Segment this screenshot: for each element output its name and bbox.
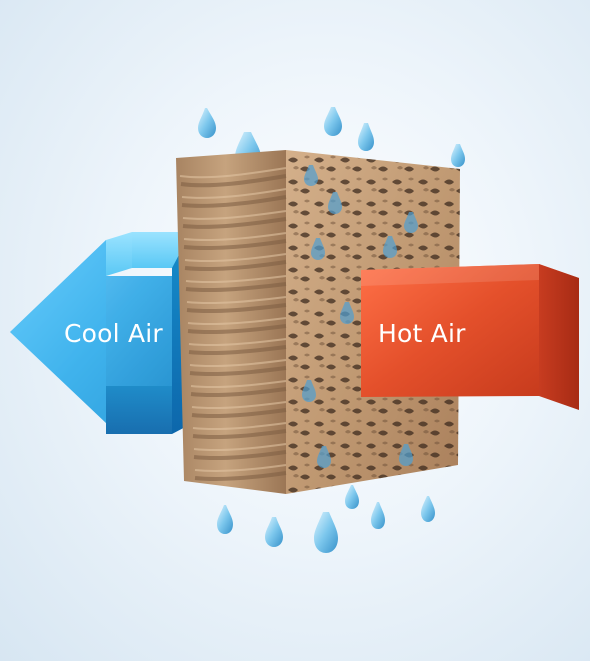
pad-highlights	[179, 167, 287, 473]
cool-air-arrow	[10, 232, 191, 434]
water-on-pad	[302, 165, 418, 468]
cool-air-label: Cool Air	[64, 319, 163, 348]
water-drop-icon	[198, 108, 216, 138]
water-drop-icon	[371, 502, 385, 529]
water-drop-icon	[358, 123, 374, 151]
water-drop-icon	[345, 485, 359, 509]
water-drop-icon	[451, 144, 465, 167]
hot-air-label: Hot Air	[378, 319, 466, 348]
water-drop-icon	[421, 496, 435, 522]
water-drops-bottom	[217, 485, 435, 553]
water-drop-icon	[265, 517, 283, 547]
water-drop-icon	[217, 505, 233, 534]
hot-air-block	[361, 264, 579, 410]
pad-ridges	[180, 174, 287, 482]
water-drop-icon	[324, 107, 342, 136]
water-drop-icon	[314, 512, 338, 553]
